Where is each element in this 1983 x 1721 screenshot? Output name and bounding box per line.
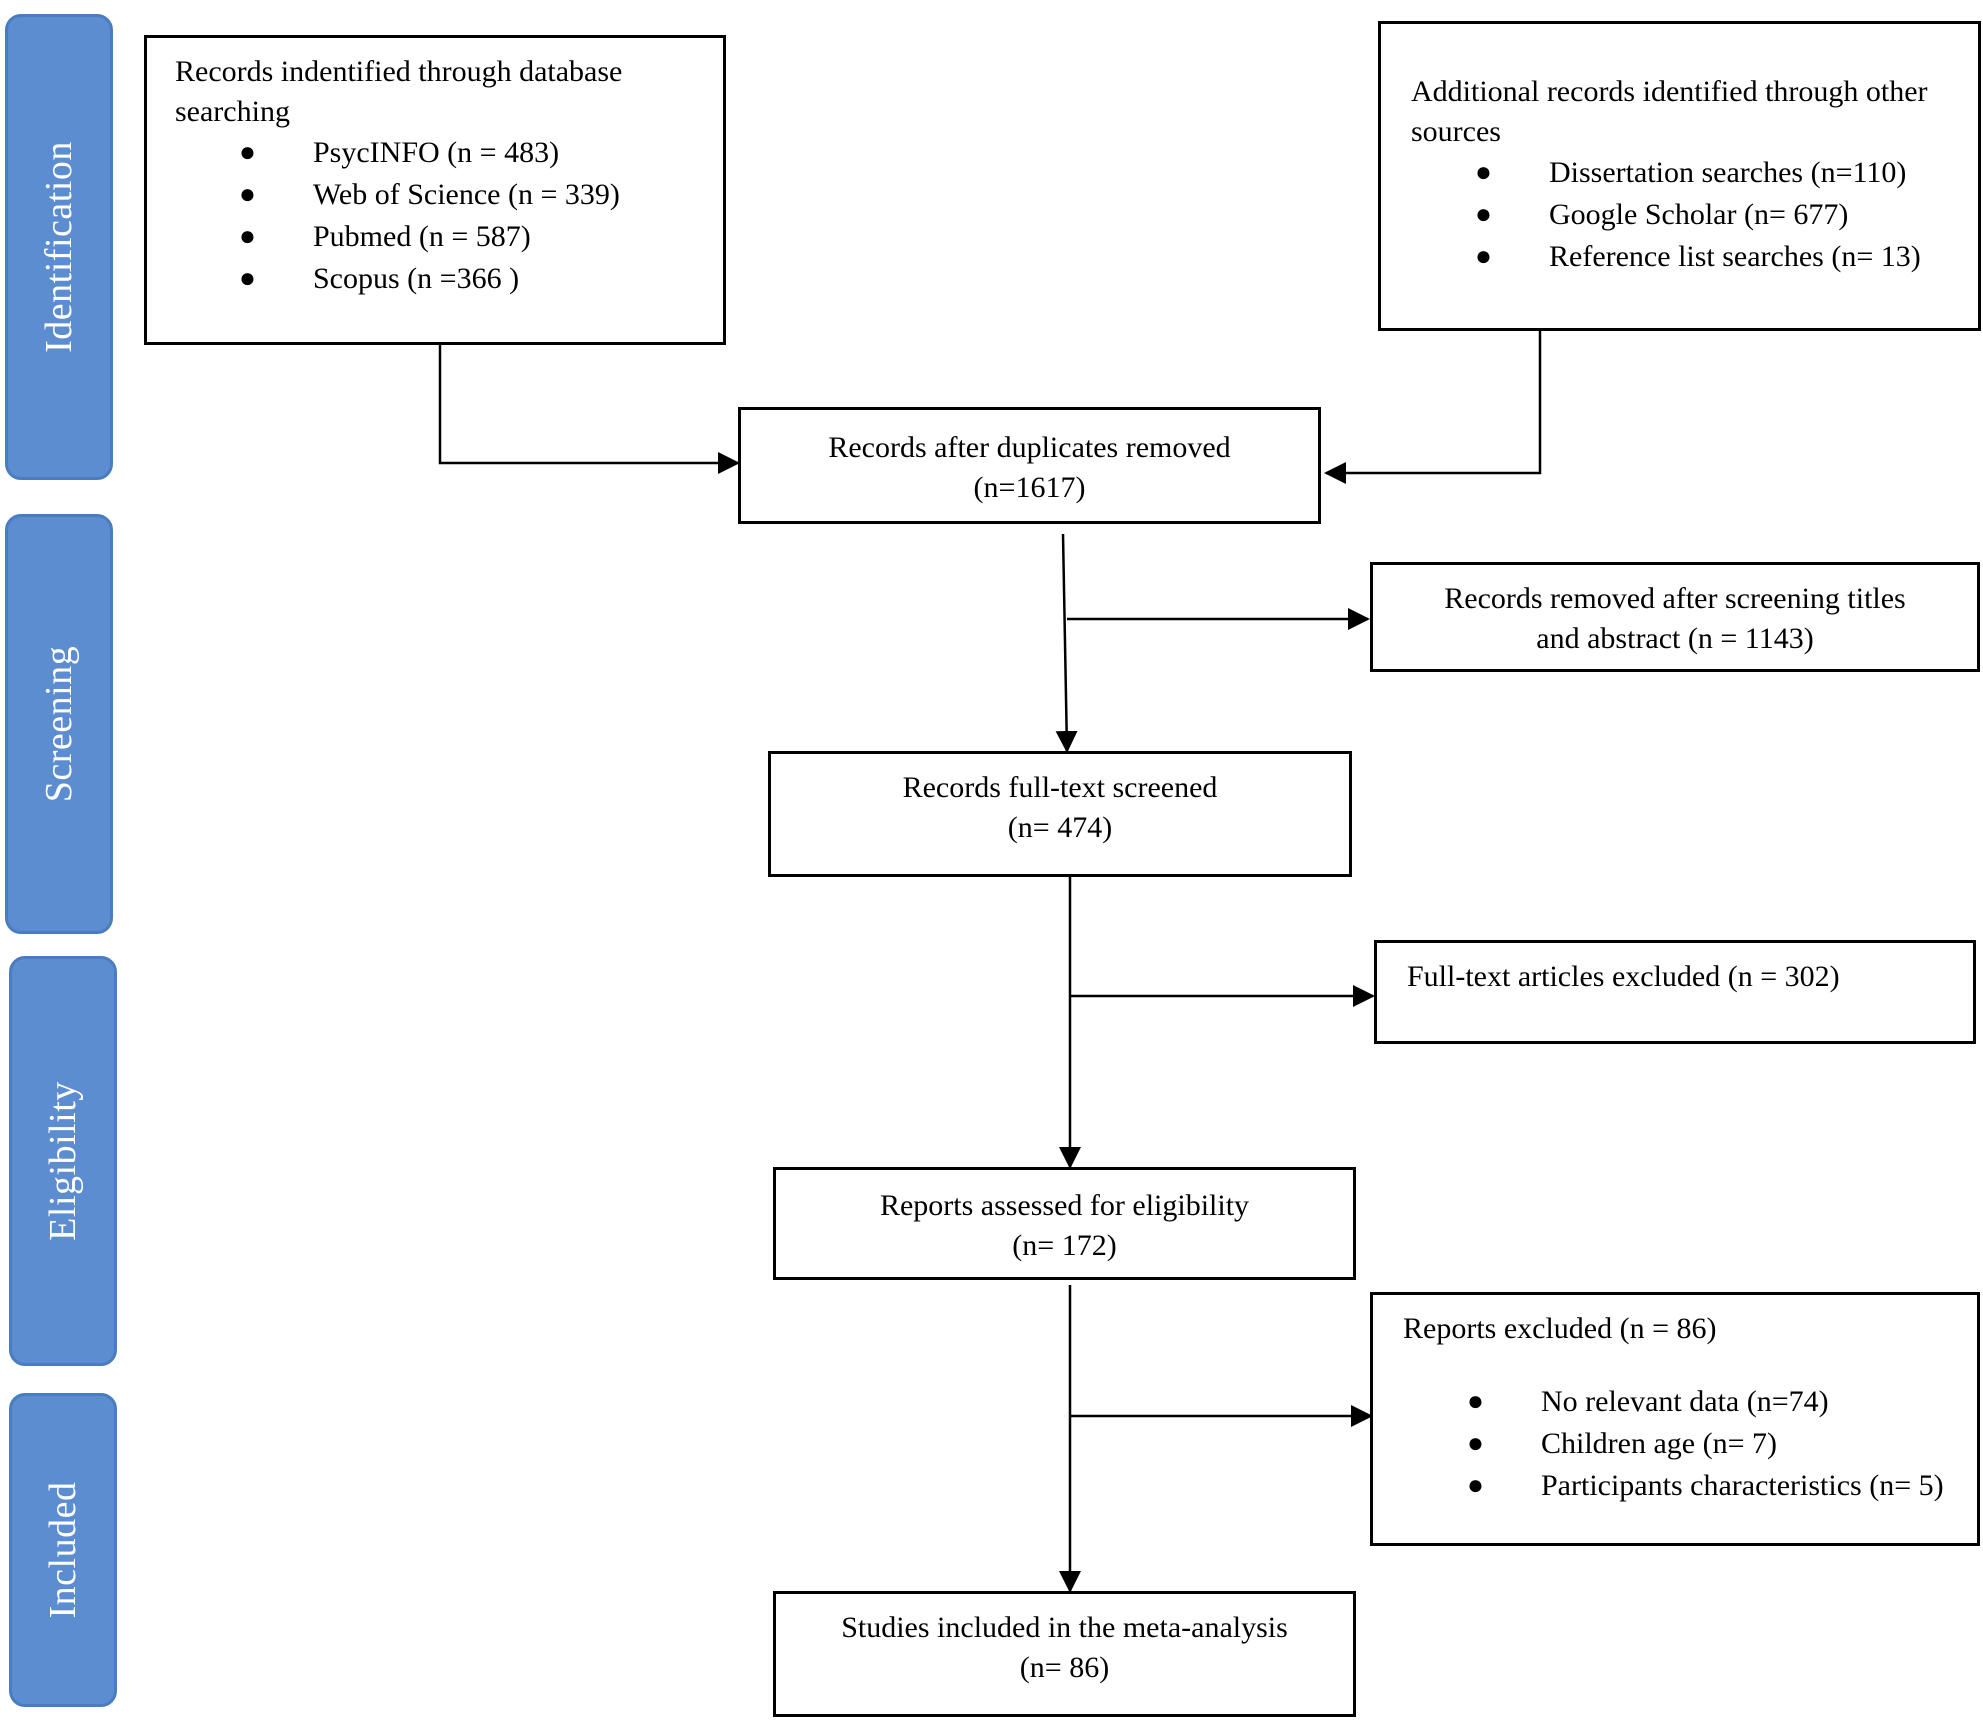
database-search-item: PsycINFO (n = 483)	[313, 136, 560, 169]
list-item: ● Google Scholar (n= 677)	[1411, 194, 1948, 236]
phase-included: Included	[9, 1393, 117, 1707]
assessed-eligibility-box: Reports assessed for eligibility (n= 172…	[773, 1167, 1356, 1280]
database-search-item: Scopus (n =366 )	[313, 262, 520, 295]
duplicates-removed-box: Records after duplicates removed (n=1617…	[738, 407, 1321, 524]
database-search-item: Web of Science (n = 339)	[313, 178, 620, 211]
connector-database-to-duplicates	[438, 344, 740, 474]
database-search-list: ● PsycINFO (n = 483) ● Web of Science (n =…	[175, 132, 695, 300]
full-text-screened-box: Records full-text screened (n= 474)	[768, 751, 1352, 877]
database-search-title: Records indentified through database sea…	[175, 55, 623, 128]
full-text-screened-line1: Records full-text screened	[902, 771, 1218, 804]
database-search-box: Records indentified through database sea…	[144, 35, 726, 345]
list-item: ● Participants characteristics (n= 5)	[1403, 1465, 1957, 1507]
phase-eligibility: Eligibility	[9, 956, 117, 1366]
list-item: ● Web of Science (n = 339)	[175, 174, 695, 216]
bullet-icon: ●	[1475, 157, 1492, 188]
list-item: ● Dissertation searches (n=110)	[1411, 152, 1948, 194]
other-sources-item: Reference list searches (n= 13)	[1549, 240, 1921, 273]
bullet-icon: ●	[1475, 241, 1492, 272]
other-sources-list: ● Dissertation searches (n=110) ● Google S…	[1411, 152, 1948, 278]
reports-excluded-title: Reports excluded (n = 86)	[1403, 1312, 1717, 1345]
full-text-excluded-line1: Full-text articles excluded (n = 302)	[1407, 960, 1840, 993]
reports-excluded-box: Reports excluded (n = 86) ● No relevant d…	[1370, 1292, 1980, 1546]
bullet-icon: ●	[239, 137, 256, 168]
reports-excluded-item: No relevant data (n=74)	[1541, 1385, 1829, 1418]
removed-after-screening-line2: and abstract (n = 1143)	[1536, 622, 1814, 655]
phase-identification: Identification	[5, 14, 113, 480]
list-item: ● Scopus (n =366 )	[175, 258, 695, 300]
list-item: ● PsycINFO (n = 483)	[175, 132, 695, 174]
assessed-eligibility-line1: Reports assessed for eligibility	[879, 1189, 1250, 1222]
bullet-icon: ●	[239, 221, 256, 252]
full-text-screened-count: (n= 474)	[1007, 811, 1113, 844]
bullet-icon: ●	[239, 263, 256, 294]
assessed-eligibility-count: (n= 172)	[1012, 1229, 1117, 1262]
list-item: ● Children age (n= 7)	[1403, 1423, 1957, 1465]
removed-after-screening-box: Records removed after screening titles a…	[1370, 562, 1980, 672]
other-sources-item: Google Scholar (n= 677)	[1549, 198, 1849, 231]
connector-other-to-duplicates	[1324, 329, 1542, 484]
reports-excluded-list: ● No relevant data (n=74) ● Children age (…	[1403, 1381, 1957, 1507]
bullet-icon: ●	[1475, 199, 1492, 230]
included-meta-analysis-count: (n= 86)	[1019, 1651, 1110, 1684]
bullet-icon: ●	[1467, 1386, 1484, 1417]
other-sources-item: Dissertation searches (n=110)	[1549, 156, 1907, 189]
connector-duplicates-to-fulltext	[1055, 533, 1078, 753]
list-item: ● Reference list searches (n= 13)	[1411, 236, 1948, 278]
database-search-item: Pubmed (n = 587)	[313, 220, 531, 253]
removed-after-screening-line1: Records removed after screening titles	[1444, 582, 1906, 615]
list-item: ● Pubmed (n = 587)	[175, 216, 695, 258]
reports-excluded-item: Participants characteristics (n= 5)	[1541, 1469, 1944, 1502]
bullet-icon: ●	[1467, 1470, 1484, 1501]
included-meta-analysis-line1: Studies included in the meta-analysis	[841, 1611, 1288, 1644]
phase-screening: Screening	[5, 514, 113, 934]
other-sources-title: Additional records identified through ot…	[1411, 75, 1928, 148]
list-item: ● No relevant data (n=74)	[1403, 1381, 1957, 1423]
duplicates-removed-count: (n=1617)	[973, 471, 1086, 504]
full-text-excluded-box: Full-text articles excluded (n = 302)	[1374, 940, 1976, 1044]
duplicates-removed-line1: Records after duplicates removed	[828, 431, 1231, 464]
other-sources-box: Additional records identified through ot…	[1378, 21, 1981, 331]
included-meta-analysis-box: Studies included in the meta-analysis (n…	[773, 1591, 1356, 1717]
bullet-icon: ●	[239, 179, 256, 210]
bullet-icon: ●	[1467, 1428, 1484, 1459]
reports-excluded-item: Children age (n= 7)	[1541, 1427, 1778, 1460]
